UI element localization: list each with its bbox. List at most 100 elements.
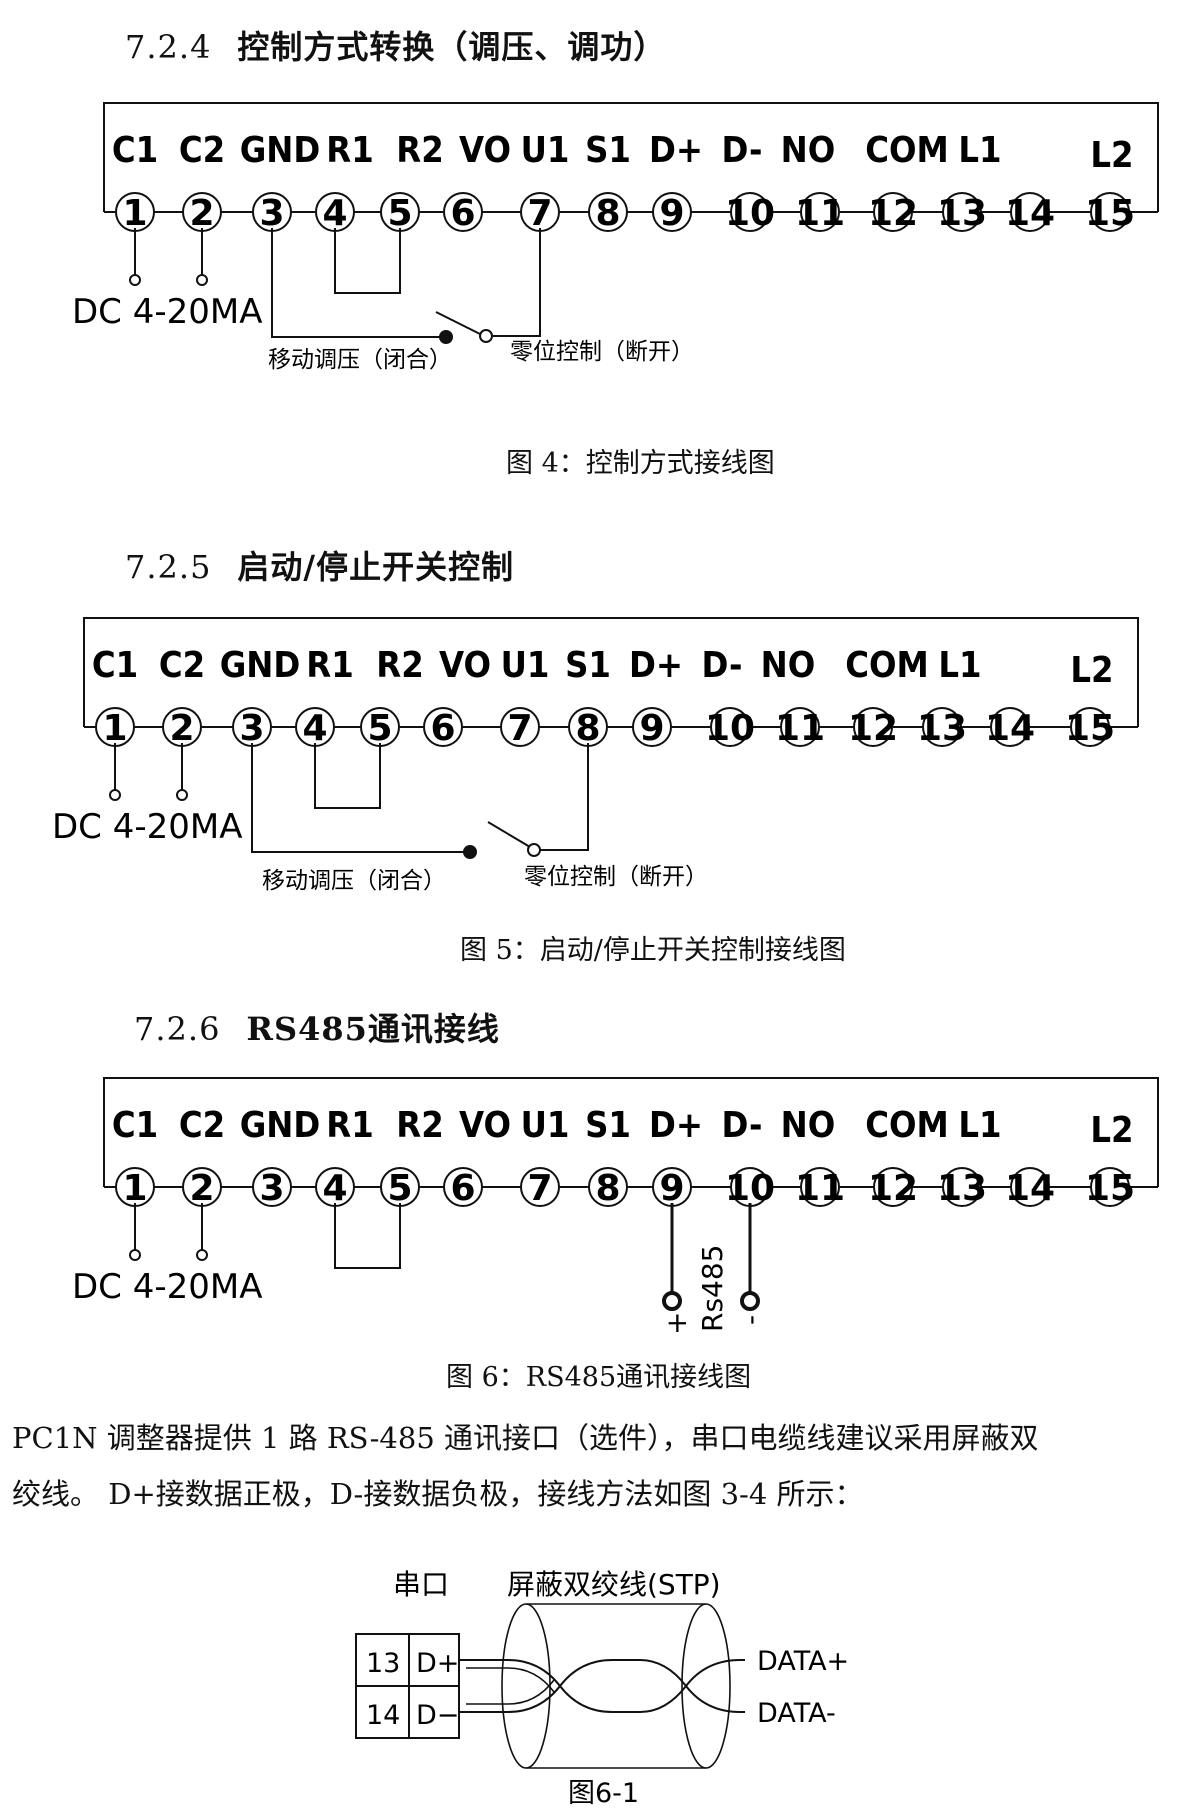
lead-c1-end [129,274,141,286]
terminal-circle-15 [1090,192,1130,232]
terminal-box [103,102,1159,212]
terminal-label-2: C2 [159,645,205,686]
terminal-circle-6 [423,707,463,747]
terminal-number-8: 8 [595,193,620,234]
terminal-number-9: 9 [659,1168,684,1209]
terminal-label-5: R2 [376,645,423,686]
terminal-number-1: 1 [122,193,147,234]
terminal-circle-15 [1070,707,1110,747]
rs485-minus-sign: - [734,1315,767,1325]
wire-data-plus [459,1659,745,1713]
section-title: RS485通讯接线 [246,1010,500,1048]
terminal-label-6: VO [459,1105,511,1146]
terminal-label-9: D+ [629,645,683,686]
terminal-label-3: GND [220,645,301,686]
terminal-number-14: 14 [985,708,1035,749]
terminal-label-2: C2 [179,1105,225,1146]
u1-wire [492,228,541,337]
switch-pivot [479,329,493,343]
row-13-number: 13 [366,1648,400,1679]
terminal-circle-12 [873,192,913,232]
terminal-circle-14 [1010,192,1050,232]
terminal-label-10: D- [721,130,762,171]
jumper-r1-r2 [334,1203,401,1269]
terminal-circle-11 [780,707,820,747]
serial-port-header: 串口 [393,1568,449,1601]
stp-cable-diagram: 串口 屏蔽双绞线(STP) 13 D+ 14 D− DATA+ DATA- 图6… [355,1568,849,1809]
terminal-number-7: 7 [507,708,532,749]
terminal-circle-9 [652,192,692,232]
terminal-label-15: L2 [1090,135,1133,176]
terminal-number-15: 15 [1085,1168,1135,1209]
terminal-number-3: 3 [259,1168,284,1209]
closed-note: 移动调压（闭合） [262,868,446,894]
jumper-r1-r2 [314,743,381,809]
terminal-label-7: U1 [521,1105,570,1146]
port-table: 13 D+ 14 D− [355,1633,460,1739]
switch-blade [487,821,531,848]
terminal-number-1: 1 [122,1168,147,1209]
terminal-circle-11 [800,1167,840,1207]
terminal-number-11: 11 [775,708,825,749]
section-title: 控制方式转换（调压、调功） [237,28,667,66]
open-note: 零位控制（断开） [524,864,708,890]
paragraph-line-1: PC1N 调整器提供 1 路 RS-485 通讯接口（选件），串口电缆线建议采用… [12,1421,1039,1455]
terminal-label-11: NO [781,1105,836,1146]
terminal-number-10: 10 [725,193,775,234]
open-note: 零位控制（断开） [510,339,694,365]
terminal-circle-14 [1010,1167,1050,1207]
shield-right-end [681,1603,731,1769]
terminal-circle-3 [252,1167,292,1207]
terminal-label-10: D- [721,1105,762,1146]
dc-input-leads: DC 4-20MA [72,228,263,332]
figure-caption-4: 图 4：控制方式接线图 [506,448,775,479]
switch-blade [435,311,481,335]
terminal-number-14: 14 [1005,193,1055,234]
terminal-circle-12 [853,707,893,747]
terminal-number-4: 4 [322,1168,347,1209]
terminal-number-2: 2 [189,193,214,234]
terminal-number-5: 5 [387,193,412,234]
terminal-number-12: 12 [848,708,898,749]
terminal-label-1: C1 [92,645,138,686]
switch-fixed-contact [439,330,453,344]
gnd-wire [271,228,446,338]
lead-c2-end [196,1249,208,1261]
terminal-circle-13 [942,1167,982,1207]
section-number: 7.2.4 [125,28,212,66]
terminal-label-9: D+ [649,130,703,171]
terminal-number-5: 5 [387,1168,412,1209]
terminal-label-5: R2 [396,1105,443,1146]
terminal-label-2: C2 [179,130,225,171]
terminal-box [103,1077,1159,1187]
terminal-label-13: L1 [958,1105,1001,1146]
terminal-number-9: 9 [659,193,684,234]
terminal-circle-6 [443,192,483,232]
stp-cable-header: 屏蔽双绞线(STP) [507,1568,721,1601]
terminal-circle-13 [922,707,962,747]
mode-switch [271,228,541,344]
terminal-number-10: 10 [705,708,755,749]
terminal-label-8: S1 [585,1105,631,1146]
terminal-number-7: 7 [527,193,552,234]
terminal-number-4: 4 [302,708,327,749]
terminal-number-6: 6 [450,1168,475,1209]
terminal-number-7: 7 [527,1168,552,1209]
terminal-number-3: 3 [259,193,284,234]
terminal-number-8: 8 [595,1168,620,1209]
terminal-label-12: COM [865,1105,949,1146]
terminal-number-6: 6 [430,708,455,749]
terminal-label-15: L2 [1070,650,1113,691]
terminal-circle-7 [500,707,540,747]
switch-pivot [527,843,541,857]
shielded-twisted-pair [459,1603,745,1769]
section-title: 启动/停止开关控制 [237,548,515,586]
